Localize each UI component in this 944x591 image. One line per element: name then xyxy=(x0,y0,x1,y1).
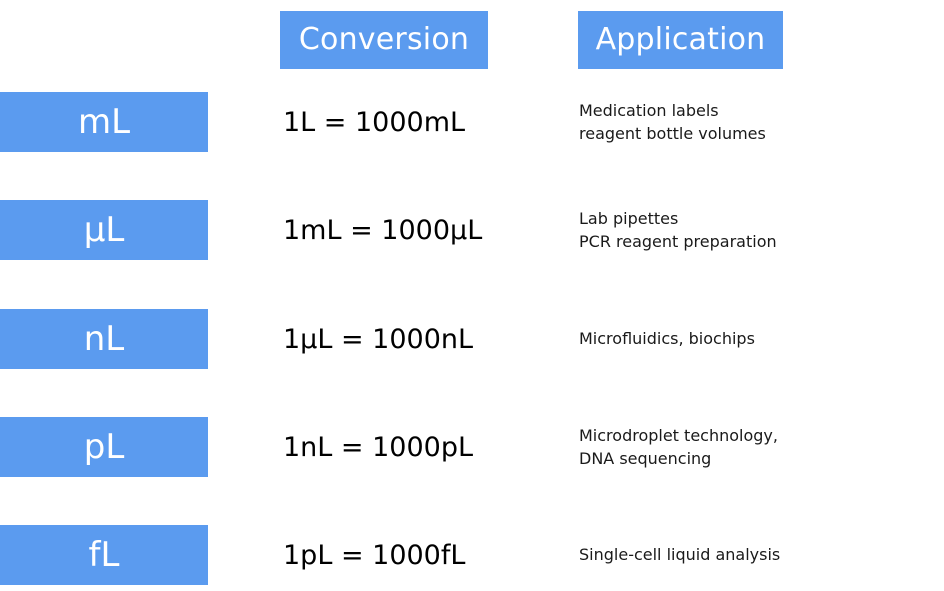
conversion-cell: 1µL = 1000nL xyxy=(283,309,563,369)
unit-chip: pL xyxy=(0,417,208,477)
application-cell: Medication labels reagent bottle volumes xyxy=(579,92,929,152)
column-header-application: Application xyxy=(578,11,783,69)
unit-label: fL xyxy=(88,535,120,575)
unit-chip: mL xyxy=(0,92,208,152)
unit-chip: nL xyxy=(0,309,208,369)
conversion-cell: 1L = 1000mL xyxy=(283,92,563,152)
application-cell: Microfluidics, biochips xyxy=(579,309,929,369)
unit-chip: fL xyxy=(0,525,208,585)
unit-label: mL xyxy=(77,102,131,142)
conversion-cell: 1mL = 1000µL xyxy=(283,200,563,260)
conversion-cell: 1nL = 1000pL xyxy=(283,417,563,477)
conversion-cell: 1pL = 1000fL xyxy=(283,525,563,585)
conversion-label: 1pL = 1000fL xyxy=(283,539,466,571)
application-cell: Microdroplet technology, DNA sequencing xyxy=(579,417,929,477)
unit-label: nL xyxy=(83,319,125,359)
table-row: fL 1pL = 1000fL Single-cell liquid analy… xyxy=(0,525,944,585)
application-line-2: DNA sequencing xyxy=(579,449,712,468)
table-row: pL 1nL = 1000pL Microdroplet technology,… xyxy=(0,417,944,477)
application-line-1: Single-cell liquid analysis xyxy=(579,545,781,565)
application-line-1: Medication labels xyxy=(579,100,719,120)
application-line-1: Microfluidics, biochips xyxy=(579,329,755,349)
column-header-application-label: Application xyxy=(595,22,766,57)
unit-label: pL xyxy=(83,427,125,467)
application-line-2: reagent bottle volumes xyxy=(579,124,766,143)
table-header-row: Conversion Application xyxy=(0,0,944,80)
application-line-2: PCR reagent preparation xyxy=(579,232,777,251)
table-row: µL 1mL = 1000µL Lab pipettes PCR reagent… xyxy=(0,200,944,260)
conversion-label: 1mL = 1000µL xyxy=(283,214,483,246)
conversion-label: 1L = 1000mL xyxy=(283,106,466,138)
application-line-1: Lab pipettes xyxy=(579,208,679,228)
table-row: mL 1L = 1000mL Medication labels reagent… xyxy=(0,92,944,152)
application-line-1: Microdroplet technology, xyxy=(579,425,778,445)
column-header-conversion: Conversion xyxy=(280,11,488,69)
table-row: nL 1µL = 1000nL Microfluidics, biochips xyxy=(0,309,944,369)
unit-label: µL xyxy=(83,210,125,250)
column-header-conversion-label: Conversion xyxy=(298,22,470,57)
conversion-label: 1nL = 1000pL xyxy=(283,431,474,463)
application-cell: Single-cell liquid analysis xyxy=(579,525,929,585)
unit-chip: µL xyxy=(0,200,208,260)
application-cell: Lab pipettes PCR reagent preparation xyxy=(579,200,929,260)
conversion-label: 1µL = 1000nL xyxy=(283,323,474,355)
